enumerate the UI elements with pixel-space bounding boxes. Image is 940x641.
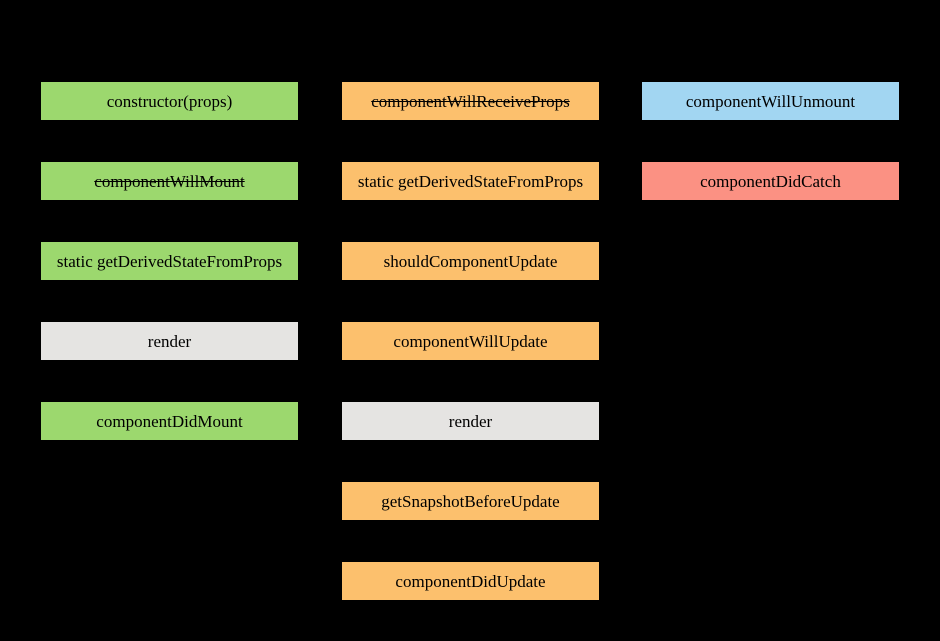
unmounting-error-column: componentWillUnmount componentDidCatch [642, 82, 899, 200]
lifecycle-box: shouldComponentUpdate [342, 242, 599, 280]
lifecycle-box: constructor(props) [41, 82, 298, 120]
lifecycle-box: componentDidCatch [642, 162, 899, 200]
lifecycle-box: componentWillUnmount [642, 82, 899, 120]
lifecycle-box: static getDerivedStateFromProps [41, 242, 298, 280]
lifecycle-box: componentWillReceiveProps [342, 82, 599, 120]
updating-column: componentWillReceiveProps static getDeriv… [342, 82, 599, 600]
mounting-column: constructor(props) componentWillMount stat… [41, 82, 298, 440]
lifecycle-box: static getDerivedStateFromProps [342, 162, 599, 200]
lifecycle-box: render [342, 402, 599, 440]
lifecycle-box: getSnapshotBeforeUpdate [342, 482, 599, 520]
lifecycle-box: componentDidMount [41, 402, 298, 440]
lifecycle-box: componentDidUpdate [342, 562, 599, 600]
lifecycle-box: componentWillMount [41, 162, 298, 200]
lifecycle-box: render [41, 322, 298, 360]
lifecycle-box: componentWillUpdate [342, 322, 599, 360]
